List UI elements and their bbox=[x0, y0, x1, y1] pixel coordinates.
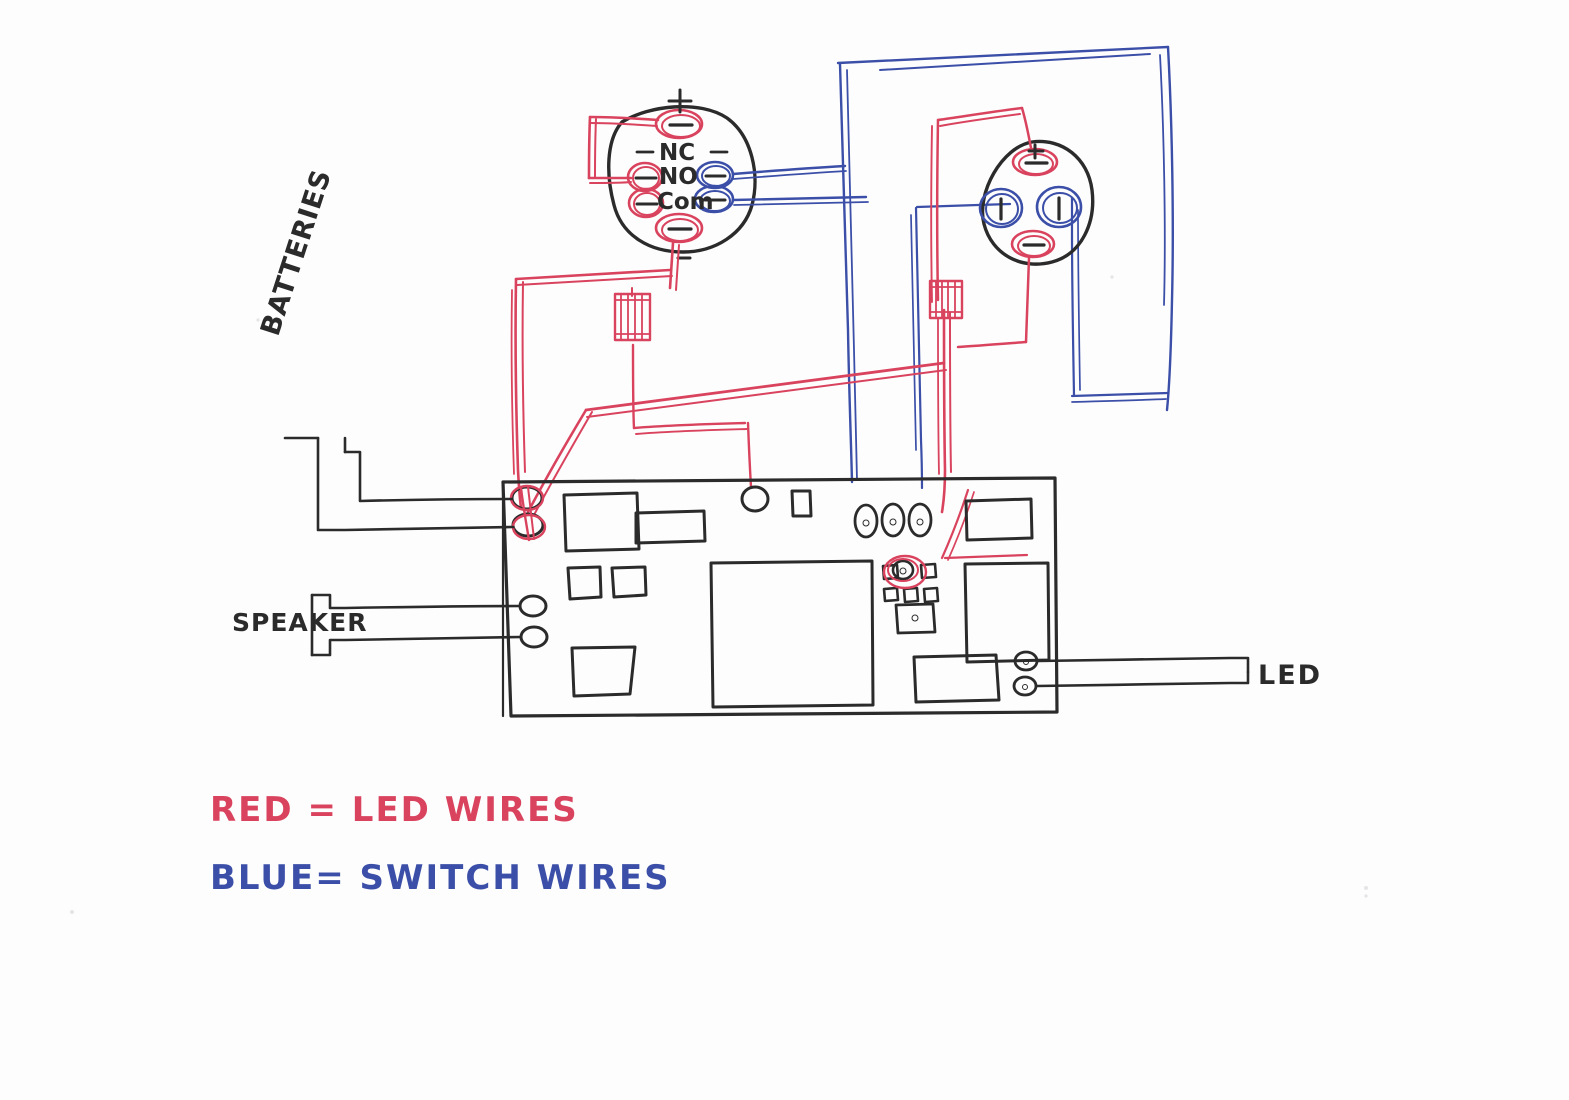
board-led-pads bbox=[1012, 650, 1039, 697]
scan-artifacts bbox=[70, 275, 1368, 914]
terminal-bottom bbox=[654, 212, 704, 244]
terminal-nc-red bbox=[626, 161, 664, 193]
blue-switch-wire-loop bbox=[836, 45, 1174, 490]
right-switch-terminals bbox=[978, 143, 1083, 259]
board-components bbox=[562, 485, 1051, 709]
left-switch-red-loop bbox=[587, 115, 660, 184]
red-connector-right bbox=[928, 279, 964, 320]
left-switch-polarity-marks bbox=[635, 88, 729, 260]
left-switch-red-terminals bbox=[626, 108, 704, 244]
terminal-top bbox=[654, 108, 704, 140]
left-switch-body bbox=[607, 104, 757, 254]
switch-terminal-label-nc: NC bbox=[659, 140, 696, 166]
left-switch-blue-wires bbox=[731, 164, 869, 206]
led-lead-wires bbox=[1035, 656, 1250, 688]
led-label: LED bbox=[1258, 660, 1323, 691]
switch-terminal-label-com: Com bbox=[657, 189, 714, 215]
circuit-board bbox=[501, 476, 1059, 718]
switch-terminal-label-no: NO bbox=[659, 164, 698, 190]
terminal-no-blue bbox=[695, 160, 735, 190]
right-switch-body bbox=[980, 139, 1095, 266]
red-led-wires bbox=[510, 106, 1033, 561]
terminal-com-red bbox=[627, 187, 665, 219]
terminal-right-blue bbox=[1035, 185, 1083, 229]
legend-red-entry: RED = LED WIRES bbox=[210, 790, 579, 830]
terminal-left-blue bbox=[978, 187, 1024, 229]
board-switch-pin-pads bbox=[853, 502, 933, 539]
board-speaker-pads bbox=[518, 594, 549, 649]
terminal-bottom-red bbox=[1010, 229, 1056, 259]
red-connector-left bbox=[613, 287, 652, 342]
speaker-lead-wires bbox=[310, 593, 523, 657]
legend-blue-entry: BLUE= SWITCH WIRES bbox=[210, 858, 671, 898]
speaker-label: SPEAKER bbox=[232, 608, 368, 637]
battery-lead-wires bbox=[283, 436, 515, 532]
